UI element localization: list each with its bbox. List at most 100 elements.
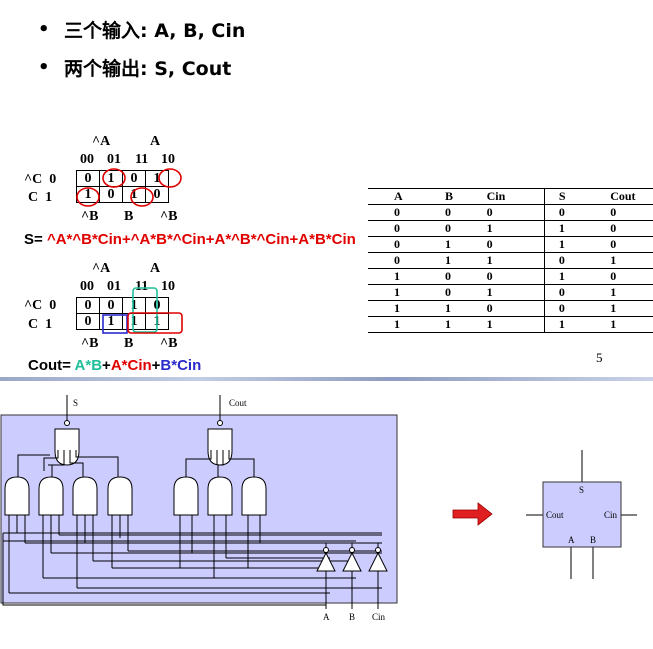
- table-cell: 0: [368, 220, 445, 237]
- table-cell: 0: [486, 236, 545, 253]
- plus-sign: +: [151, 357, 161, 374]
- table-cell: 1: [602, 300, 653, 317]
- table-cell: 0: [543, 300, 603, 317]
- slide-divider: [0, 377, 653, 381]
- nand-gate-cout-output: [207, 428, 233, 466]
- table-cell: 1: [444, 252, 487, 269]
- block-s-label: S: [579, 485, 584, 495]
- bullet-outputs: • 两个输出: S, Cout: [38, 48, 245, 86]
- table-cell: 0: [602, 236, 653, 253]
- kmap-s-top-label-not-a: ^A: [92, 134, 111, 149]
- input-wires: [325, 571, 379, 609]
- s-gate-input-wires: [43, 450, 119, 481]
- arrow-icon: [452, 502, 493, 526]
- col-header: Cout: [602, 188, 653, 205]
- col-header: B: [444, 188, 487, 205]
- cout-term-bcin: B*Cin: [160, 357, 202, 374]
- carry-bus: [180, 542, 382, 579]
- inversion-bubble: [64, 420, 70, 426]
- s-equation: S= ^A*^B*Cin+^A*B*^Cin+A*^B*^Cin+A*B*Cin: [24, 231, 356, 248]
- col-header: Cin: [486, 188, 545, 205]
- s-equation-prefix: S=: [24, 231, 47, 248]
- table-cell: 0: [486, 204, 545, 221]
- table-cell: 1: [444, 236, 487, 253]
- table-cell: 1: [543, 236, 603, 253]
- table-cell: 0: [486, 300, 545, 317]
- kmap-s-bottom-label: B: [124, 209, 134, 224]
- bullet-inputs: • 三个输入: A, B, Cin: [38, 10, 245, 48]
- bullet-dot: •: [38, 18, 50, 40]
- kmap-s-col-header: 00: [80, 152, 94, 167]
- table-cell: 1: [543, 316, 603, 333]
- input-a-feed: [2, 533, 326, 606]
- table-cell: 0: [602, 268, 653, 285]
- nand-gate: [107, 476, 133, 516]
- table-cell: 1: [602, 252, 653, 269]
- minterm-circle: [158, 168, 182, 188]
- minterm-circle: [130, 187, 154, 207]
- group-bcin-box: [102, 314, 128, 334]
- kmap-s-bottom-label: ^B: [81, 209, 99, 224]
- inversion-bubble: [217, 420, 223, 426]
- cout-equation-prefix: Cout=: [28, 357, 75, 374]
- minterm-circle: [102, 168, 126, 188]
- nand-gate: [207, 476, 233, 516]
- kmap-cout-col-header: 11: [135, 279, 149, 294]
- block-cin-label: Cin: [604, 510, 618, 520]
- kmap-cout-top-label-not-a: ^A: [92, 261, 111, 276]
- nand-gate: [4, 476, 30, 516]
- table-cell: 0: [602, 220, 653, 237]
- table-cell: 0: [543, 284, 603, 301]
- kmap-s-row-label: ^C 0: [24, 172, 57, 187]
- kmap-s-col-header: 01: [107, 152, 121, 167]
- s-output-label: S: [73, 398, 78, 408]
- inversion-bubble: [375, 547, 381, 553]
- table-cell: 0: [444, 204, 487, 221]
- table-cell: 1: [368, 268, 445, 285]
- table-cell: 1: [486, 220, 545, 237]
- bullet-dot: •: [38, 56, 50, 78]
- table-cell: 0: [486, 268, 545, 285]
- table-cell: 0: [444, 268, 487, 285]
- page-number: 5: [596, 350, 603, 365]
- nand-gate: [72, 476, 98, 516]
- kmap-cout-col-header: 00: [80, 279, 94, 294]
- kmap-cout-groups: [102, 287, 183, 334]
- inversion-bubble: [323, 547, 329, 553]
- cout-term-acin: A*Cin: [110, 357, 152, 374]
- kmap-s-col-header: 11: [135, 152, 149, 167]
- cout-equation: Cout= A*B+A*Cin+B*Cin: [28, 357, 201, 374]
- table-cell: 1: [602, 284, 653, 301]
- kmap-cout: ^A A 00 01 11 10 ^C 0 C 1 0 0 1 0 0 1 1 …: [0, 257, 360, 377]
- kmap-s-col-header: 10: [161, 152, 175, 167]
- kmap-cout-bottom-label: B: [124, 336, 134, 351]
- kmap-cout-top-label-a: A: [150, 261, 161, 276]
- bullet-outputs-text: 两个输出: S, Cout: [64, 57, 232, 80]
- group-ab-box: [132, 287, 158, 333]
- table-cell: 1: [444, 316, 487, 333]
- kmap-cout-col-header: 10: [161, 279, 175, 294]
- table-cell: 0: [368, 204, 445, 221]
- table-cell: 1: [543, 268, 603, 285]
- table-cell: 1: [368, 316, 445, 333]
- table-cell: 0: [602, 204, 653, 221]
- kmap-s-circles: [76, 168, 182, 207]
- table-cell: 0: [444, 220, 487, 237]
- col-header: A: [368, 188, 445, 205]
- block-b-label: B: [590, 535, 596, 545]
- group-acin-box: [127, 312, 183, 334]
- gate-legs: [8, 515, 26, 593]
- kmap-s-row-label: C 1: [28, 190, 53, 205]
- gate-legs: [42, 515, 60, 578]
- inversion-bubble: [349, 547, 355, 553]
- kmap-s-top-label-a: A: [150, 134, 161, 149]
- kmap-cout-bottom-label: ^B: [160, 336, 178, 351]
- kmap-cout-col-header: 01: [107, 279, 121, 294]
- kmap-s-bottom-label: ^B: [160, 209, 178, 224]
- s-equation-terms: ^A*^B*Cin+^A*B*^Cin+A*^B*^Cin+A*B*Cin: [46, 231, 356, 248]
